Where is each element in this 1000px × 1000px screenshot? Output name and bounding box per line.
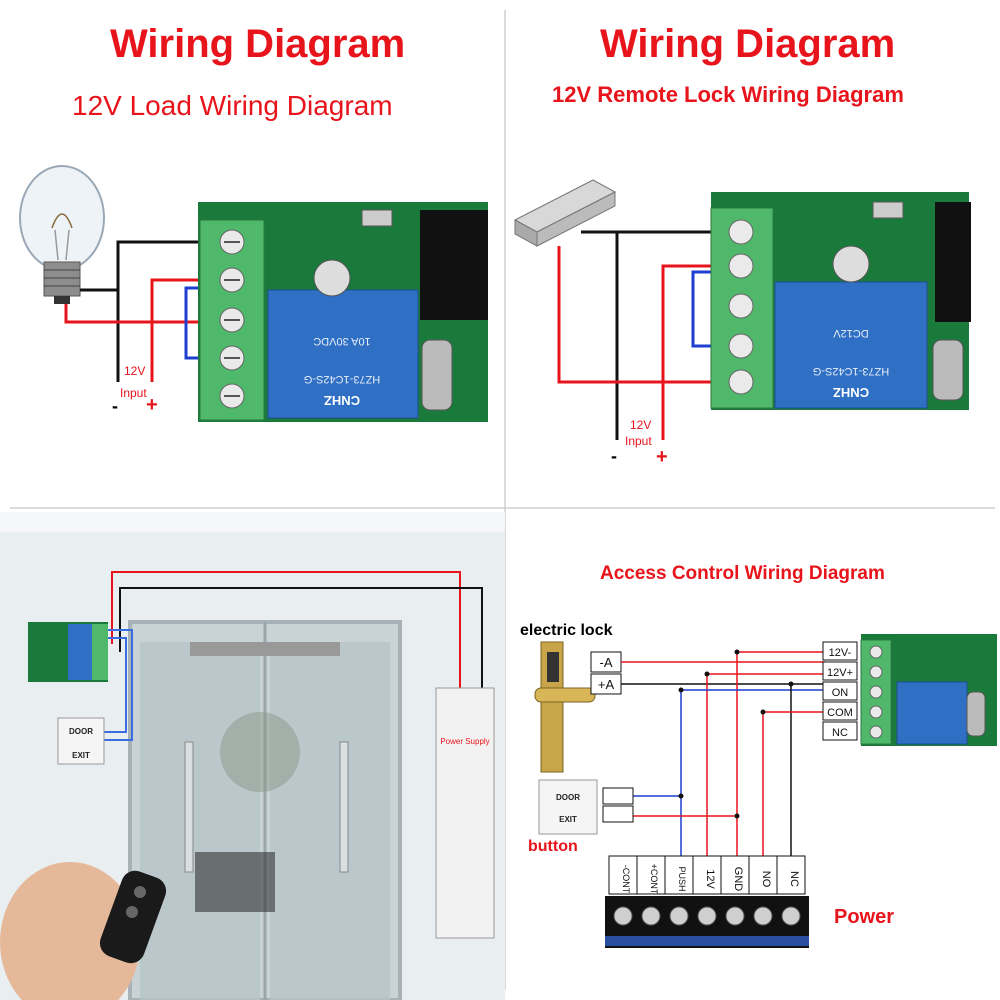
- power-term-2: +CONT: [649, 864, 659, 895]
- relay-term-1: 12V-: [829, 647, 852, 659]
- q2-wires: [557, 230, 715, 440]
- electric-lock-icon: [534, 641, 596, 773]
- relay-term-3: ON: [832, 687, 849, 699]
- q4-title: Access Control Wiring Diagram: [600, 563, 885, 584]
- q3-door-scene: DOOR EXIT Power Supply: [0, 512, 505, 1000]
- q1-subtitle: 12V Load Wiring Diagram: [72, 90, 393, 121]
- q2-lock-diagram: CNHZ HZ73-1C42S-G DC12V: [513, 179, 971, 440]
- q4-exit-line2: EXIT: [559, 815, 577, 824]
- q3-power-supply-label: Power Supply: [440, 737, 489, 746]
- q3-exit-button: [57, 717, 105, 765]
- q2-minus: -: [611, 446, 617, 466]
- power-term-3: PUSH: [677, 866, 687, 891]
- hand: [0, 862, 140, 1000]
- q1-relay-rating: 10A 30VDC: [313, 335, 371, 347]
- relay-term-4: COM: [827, 707, 853, 719]
- q2-relay-voltage: DC12V: [833, 327, 869, 339]
- q4-receiver-module: [860, 634, 997, 746]
- q1-input-voltage: 12V: [124, 364, 146, 378]
- relay-term-5: NC: [832, 727, 848, 739]
- power-term-5: GND: [732, 867, 744, 892]
- q4-exit-line1: DOOR: [556, 793, 580, 802]
- q2-subtitle: 12V Remote Lock Wiring Diagram: [552, 82, 904, 107]
- right-door-handle: [339, 741, 349, 873]
- power-term-7: NC: [788, 871, 800, 887]
- power-term-4: 12V: [704, 869, 716, 889]
- lock-term-minus-a: -A: [600, 655, 613, 670]
- q1-receiver-module: CNHZ HZ73-1C42S-G 10A 30VDC: [198, 202, 488, 422]
- button-label: button: [528, 838, 578, 855]
- power-label: Power: [834, 906, 895, 928]
- q2-receiver-module: CNHZ HZ73-1C42S-G DC12V: [710, 192, 971, 410]
- q3-exit-line1: DOOR: [69, 727, 93, 736]
- magnetic-lock-icon: [513, 179, 617, 247]
- q1-load-diagram: CNHZ HZ73-1C42S-G 10A 30VDC: [19, 165, 488, 422]
- power-supply-box: [435, 687, 495, 939]
- q2-input-word: Input: [625, 434, 652, 448]
- left-door-handle: [184, 741, 194, 873]
- q1-wires: [64, 240, 214, 382]
- electric-lock-label: electric lock: [520, 622, 613, 639]
- power-term-6: NO: [760, 871, 772, 888]
- door-closer: [190, 642, 340, 656]
- lock-term-plus-a: +A: [598, 677, 615, 692]
- power-terminal-strip: [605, 896, 809, 948]
- q2-input-voltage: 12V: [630, 418, 652, 432]
- relay-term-labels: 12V- 12V+ ON COM NC: [822, 641, 858, 741]
- q2-relay-brand: CNHZ: [833, 385, 869, 400]
- decor-tree: [220, 712, 300, 792]
- q4-exit-button: [538, 779, 598, 835]
- q1-plus: +: [146, 394, 158, 416]
- power-term-1: -CONT: [621, 865, 631, 894]
- q2-title: Wiring Diagram: [600, 22, 896, 66]
- q4-access-diagram: -A +A 12V- 12V+ ON COM NC: [534, 634, 997, 948]
- q2-plus: +: [656, 446, 668, 468]
- q2-relay-model: HZ73-1C42S-G: [813, 365, 889, 377]
- relay-term-2: 12V+: [827, 667, 853, 679]
- q1-title: Wiring Diagram: [110, 22, 406, 66]
- light-bulb-icon: [19, 165, 105, 304]
- q1-input-word: Input: [120, 386, 147, 400]
- power-term-labels: -CONT +CONT PUSH 12V GND NO NC: [608, 855, 806, 895]
- q3-exit-line2: EXIT: [72, 751, 90, 760]
- q1-minus: -: [112, 396, 118, 416]
- q4-wires: [621, 651, 825, 864]
- q1-relay-brand: CNHZ: [324, 393, 360, 408]
- q1-relay-model: HZ73-1C42S-G: [304, 373, 380, 385]
